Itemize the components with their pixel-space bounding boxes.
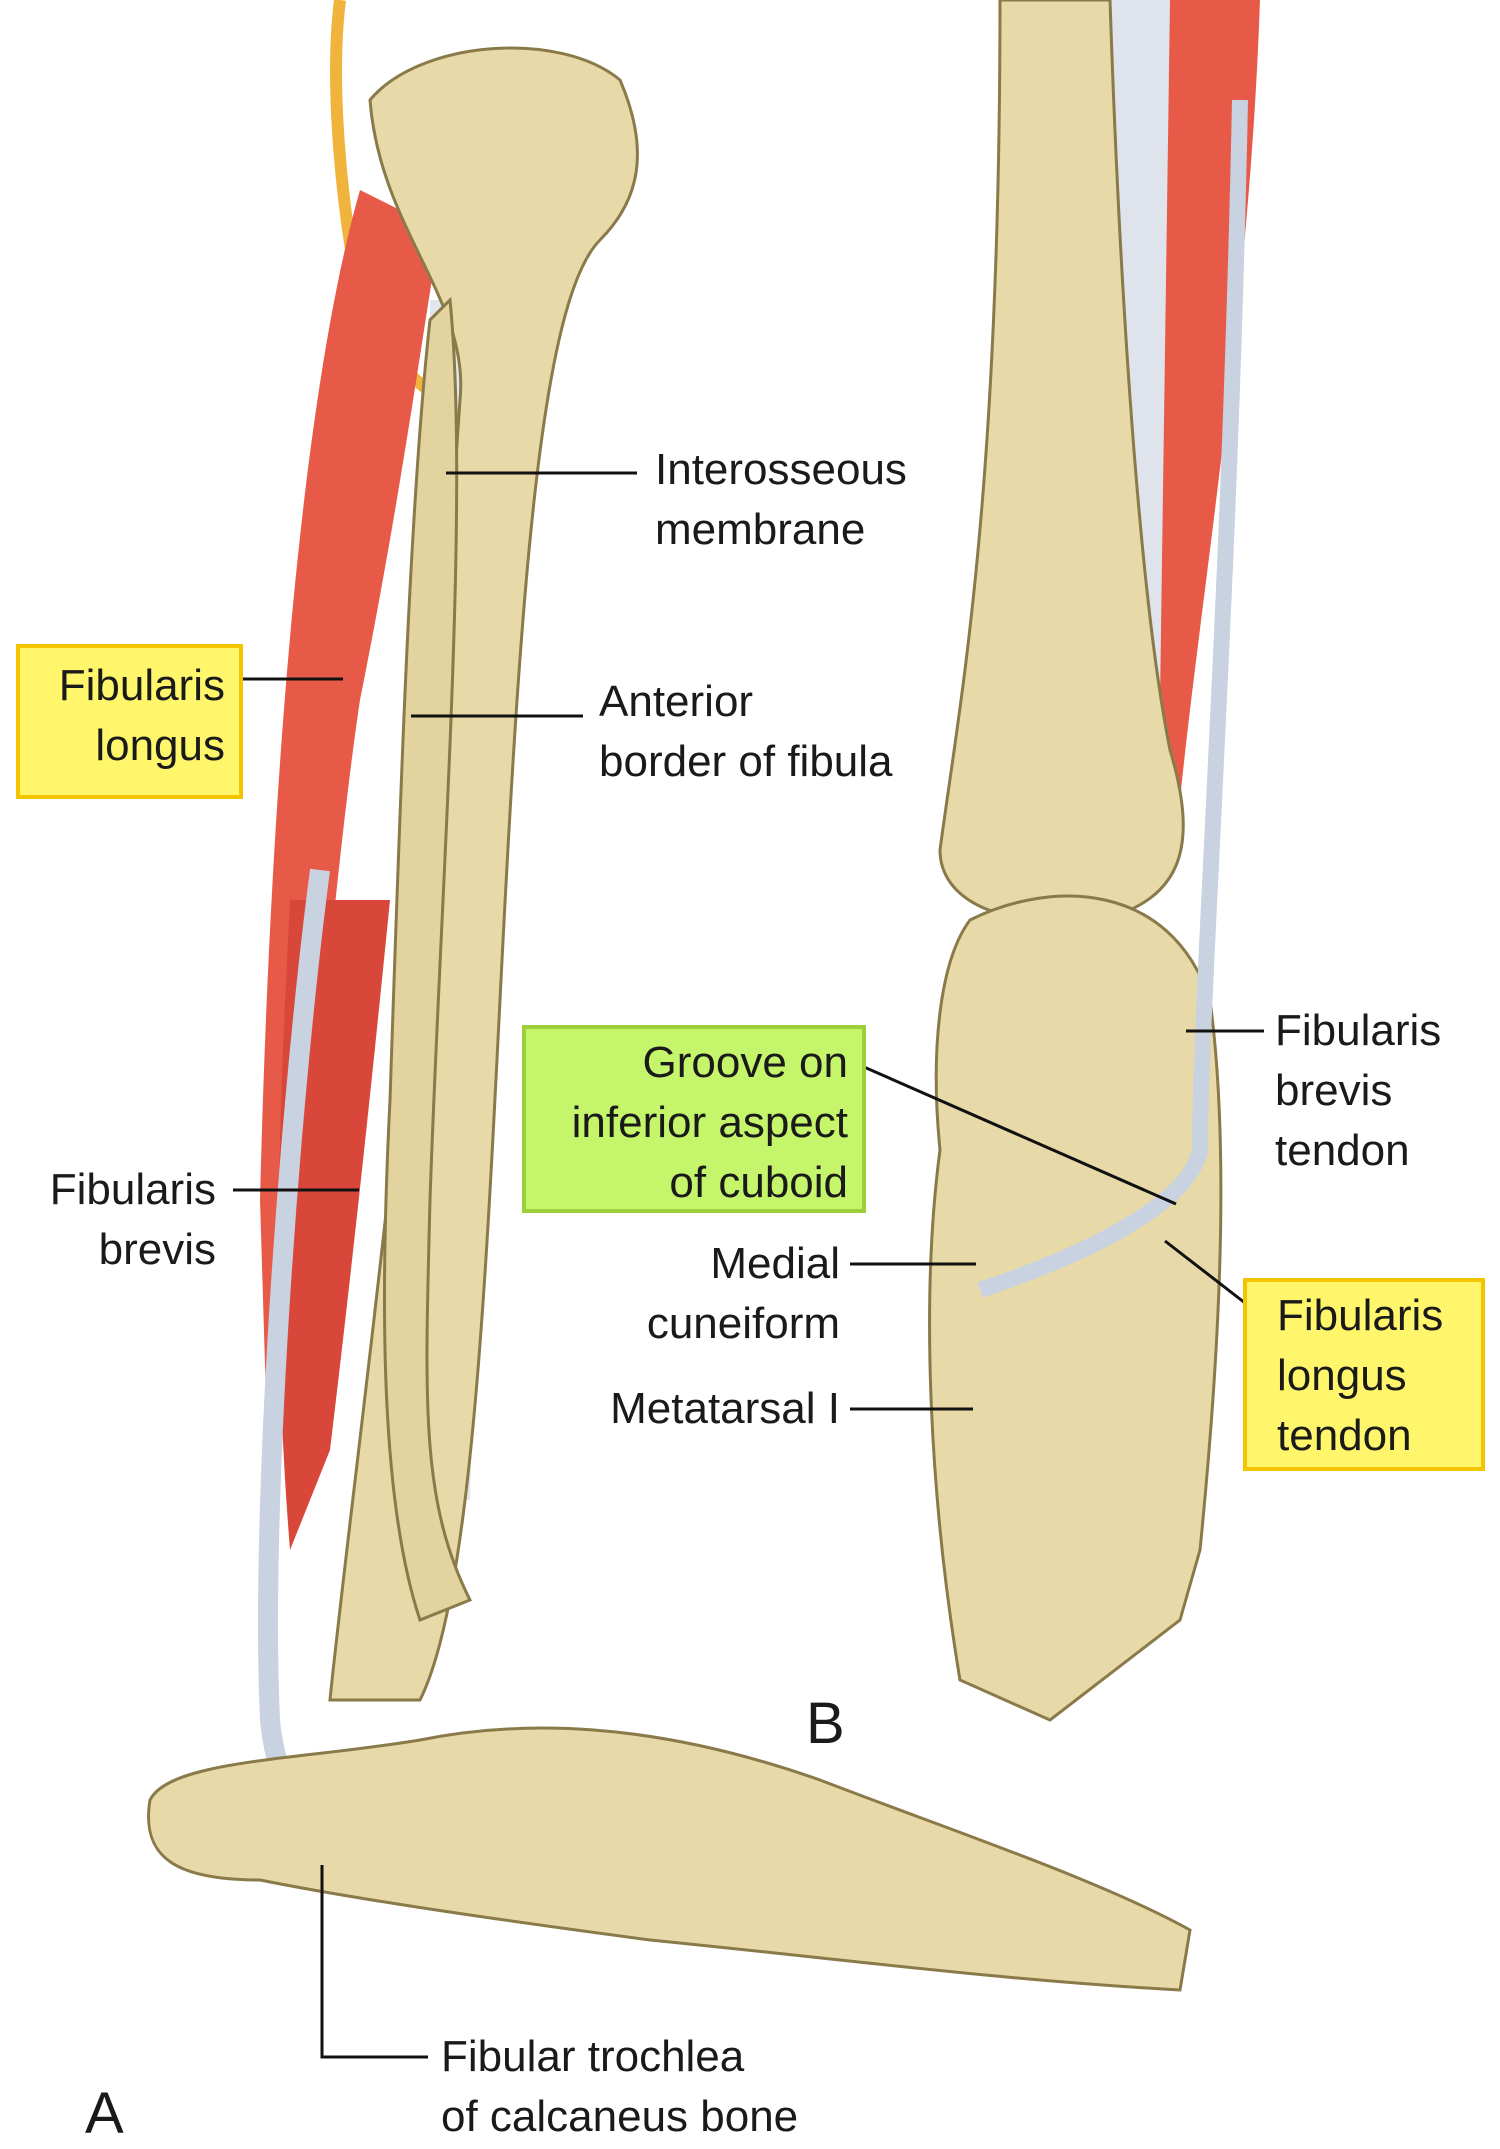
panel-a-illustration: [147, 0, 1192, 1992]
label-line: longus: [95, 721, 225, 770]
foot-b: [928, 894, 1223, 1722]
label-line: of calcaneus bone: [441, 2092, 799, 2141]
label-medial-cuneiform: Medial cuneiform: [560, 1234, 840, 1354]
label-fibularis-brevis: Fibularis brevis: [20, 1160, 216, 1280]
fibularis-tendons-b: [977, 99, 1248, 1298]
fibula-bone: [382, 296, 473, 1622]
panel-letter-a: A: [85, 2081, 124, 2146]
panel-b-illustration: [928, 0, 1260, 1722]
label-line: brevis: [98, 1225, 216, 1274]
label-line: Fibularis: [58, 661, 225, 710]
label-fibularis-longus-tendon: Fibularis longus tendon: [1243, 1278, 1485, 1471]
label-groove-on-cuboid: Groove on inferior aspect of cuboid: [522, 1025, 866, 1213]
label-metatarsal-1: Metatarsal I: [610, 1384, 840, 1433]
label-line: tendon: [1275, 1126, 1410, 1175]
panel-letter-b: B: [806, 1691, 845, 1756]
label-fibularis-longus: Fibularis longus: [16, 644, 243, 799]
label-line: Fibularis: [1277, 1291, 1444, 1340]
label-line: longus: [1277, 1351, 1407, 1400]
label-line: tendon: [1277, 1411, 1412, 1460]
label-line: of cuboid: [669, 1158, 848, 1207]
label-fibular-trochlea: Fibular trochlea of calcaneus bone: [441, 2027, 798, 2147]
label-line: Medial: [710, 1239, 840, 1288]
label-line: membrane: [655, 505, 866, 554]
label-line: Fibular trochlea: [441, 2032, 745, 2081]
label-interosseous-membrane: Interosseous membrane: [655, 440, 907, 560]
label-line: cuneiform: [646, 1299, 840, 1348]
label-line: inferior aspect: [571, 1098, 848, 1147]
label-line: Groove on: [642, 1038, 848, 1087]
label-fibularis-brevis-tendon: Fibularis brevis tendon: [1275, 1001, 1441, 1181]
label-line: Fibularis: [49, 1165, 216, 1214]
label-line: Interosseous: [655, 445, 907, 494]
foot-bones-a: [147, 1726, 1192, 1992]
label-anterior-border-of-fibula: Anterior border of fibula: [599, 672, 893, 792]
label-line: border of fibula: [599, 737, 893, 786]
label-line: Anterior: [599, 677, 754, 726]
label-line: brevis: [1275, 1066, 1393, 1115]
leader-lines: [233, 471, 1264, 2059]
label-line: Fibularis: [1275, 1006, 1442, 1055]
